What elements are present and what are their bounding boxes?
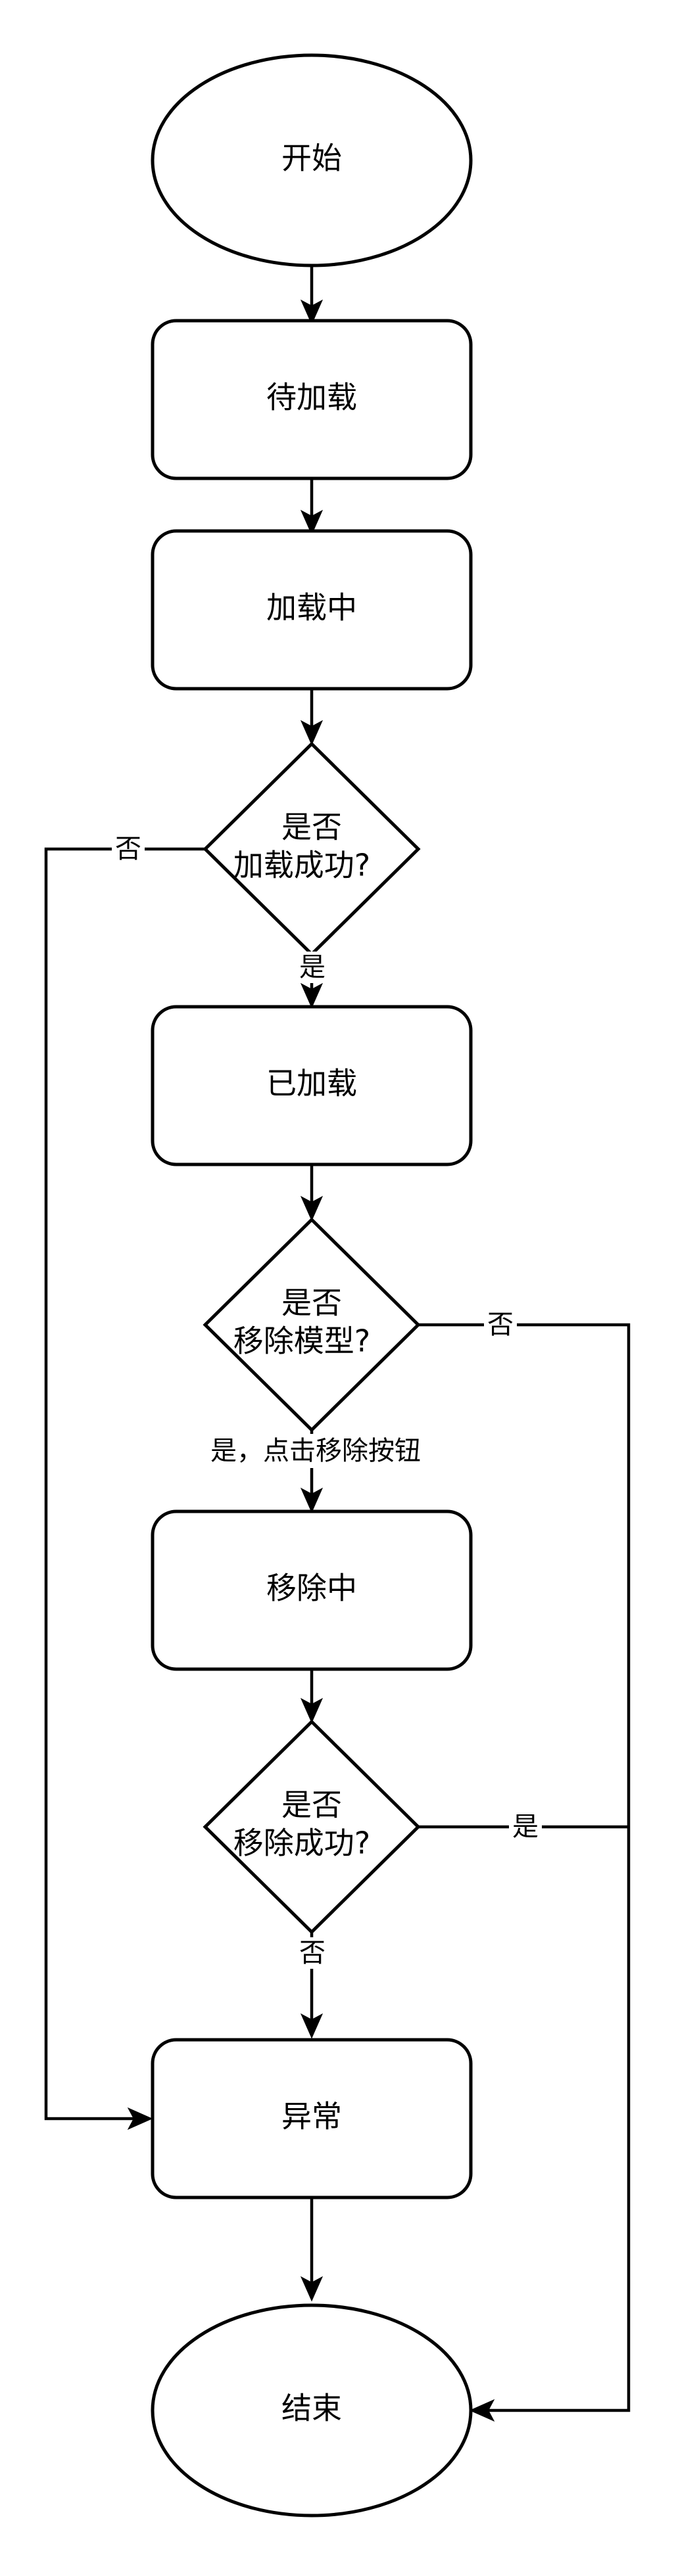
- decision-remove-diamond: [203, 1217, 421, 1433]
- decision-remove-ok-line1: 是否: [281, 1787, 342, 1823]
- label-load-no: 否: [115, 834, 141, 864]
- removing-label: 移除中: [266, 1571, 357, 1606]
- decision-remove-ok-diamond: [203, 1719, 421, 1935]
- node-end: 结束: [151, 2303, 473, 2518]
- decision-remove-line1: 是否: [281, 1285, 342, 1321]
- arrowhead: [300, 509, 324, 536]
- node-loading: 加载中: [151, 529, 473, 691]
- decision-load-line1: 是否: [281, 810, 342, 845]
- edge-label-remove-ok-no: 否: [296, 1937, 329, 1969]
- label-load-yes: 是: [299, 952, 326, 982]
- edge-label-remove-yes-click: 是，点击移除按钮: [196, 1434, 435, 1468]
- arrowhead: [300, 1487, 324, 1513]
- decision-remove-line2: 移除模型?: [233, 1323, 370, 1359]
- arrowhead: [300, 2276, 324, 2302]
- label-remove-no: 否: [487, 1310, 514, 1340]
- label-remove-ok-yes: 是: [512, 1812, 539, 1842]
- removing-box: [151, 1509, 473, 1671]
- arrowhead: [300, 2013, 324, 2039]
- error-box: [151, 2038, 473, 2199]
- end-ellipse: [151, 2303, 473, 2518]
- label-background: [484, 1309, 517, 1341]
- arrowhead: [300, 720, 324, 746]
- arrowhead: [300, 1697, 324, 1724]
- arrowhead: [300, 1195, 324, 1222]
- pending-load-label: 待加载: [266, 380, 357, 415]
- arrowhead: [127, 2107, 153, 2130]
- start-label: 开始: [281, 141, 342, 176]
- loaded-box: [151, 1005, 473, 1166]
- edge-decision-remove-to-end: [418, 1323, 631, 2412]
- decision-remove-ok-line2: 移除成功?: [233, 1826, 370, 1861]
- label-background: [509, 1811, 542, 1843]
- label-background: [296, 952, 329, 983]
- loaded-label: 已加载: [266, 1066, 357, 1101]
- arrowhead: [469, 2399, 495, 2422]
- pending-load-box: [151, 319, 473, 480]
- error-label: 异常: [281, 2099, 342, 2134]
- label-background: [296, 1937, 329, 1969]
- label-remove-yes-click: 是，点击移除按钮: [210, 1436, 421, 1466]
- edge-label-remove-no: 否: [484, 1309, 517, 1341]
- arrowhead: [300, 299, 324, 325]
- node-start: 开始: [151, 53, 473, 267]
- node-loaded: 已加载: [151, 1005, 473, 1166]
- end-label: 结束: [281, 2391, 342, 2426]
- node-removing: 移除中: [151, 1509, 473, 1671]
- node-decision-remove: 是否 移除模型?: [203, 1217, 421, 1433]
- label-remove-ok-no: 否: [299, 1938, 326, 1968]
- arrowhead: [300, 982, 324, 1009]
- label-background: [112, 833, 145, 865]
- node-decision-remove-ok: 是否 移除成功?: [203, 1719, 421, 1935]
- loading-box: [151, 529, 473, 691]
- start-ellipse: [151, 53, 473, 267]
- node-error: 异常: [151, 2038, 473, 2199]
- edge-label-load-no: 否: [112, 833, 145, 865]
- edge-label-remove-ok-yes: 是: [509, 1811, 542, 1843]
- loading-label: 加载中: [266, 590, 357, 626]
- decision-load-line2: 加载成功?: [233, 848, 370, 883]
- node-decision-load: 是否 加载成功?: [203, 741, 421, 957]
- edge-label-load-yes: 是: [296, 952, 329, 983]
- label-background: [196, 1434, 435, 1468]
- node-pending-load: 待加载: [151, 319, 473, 480]
